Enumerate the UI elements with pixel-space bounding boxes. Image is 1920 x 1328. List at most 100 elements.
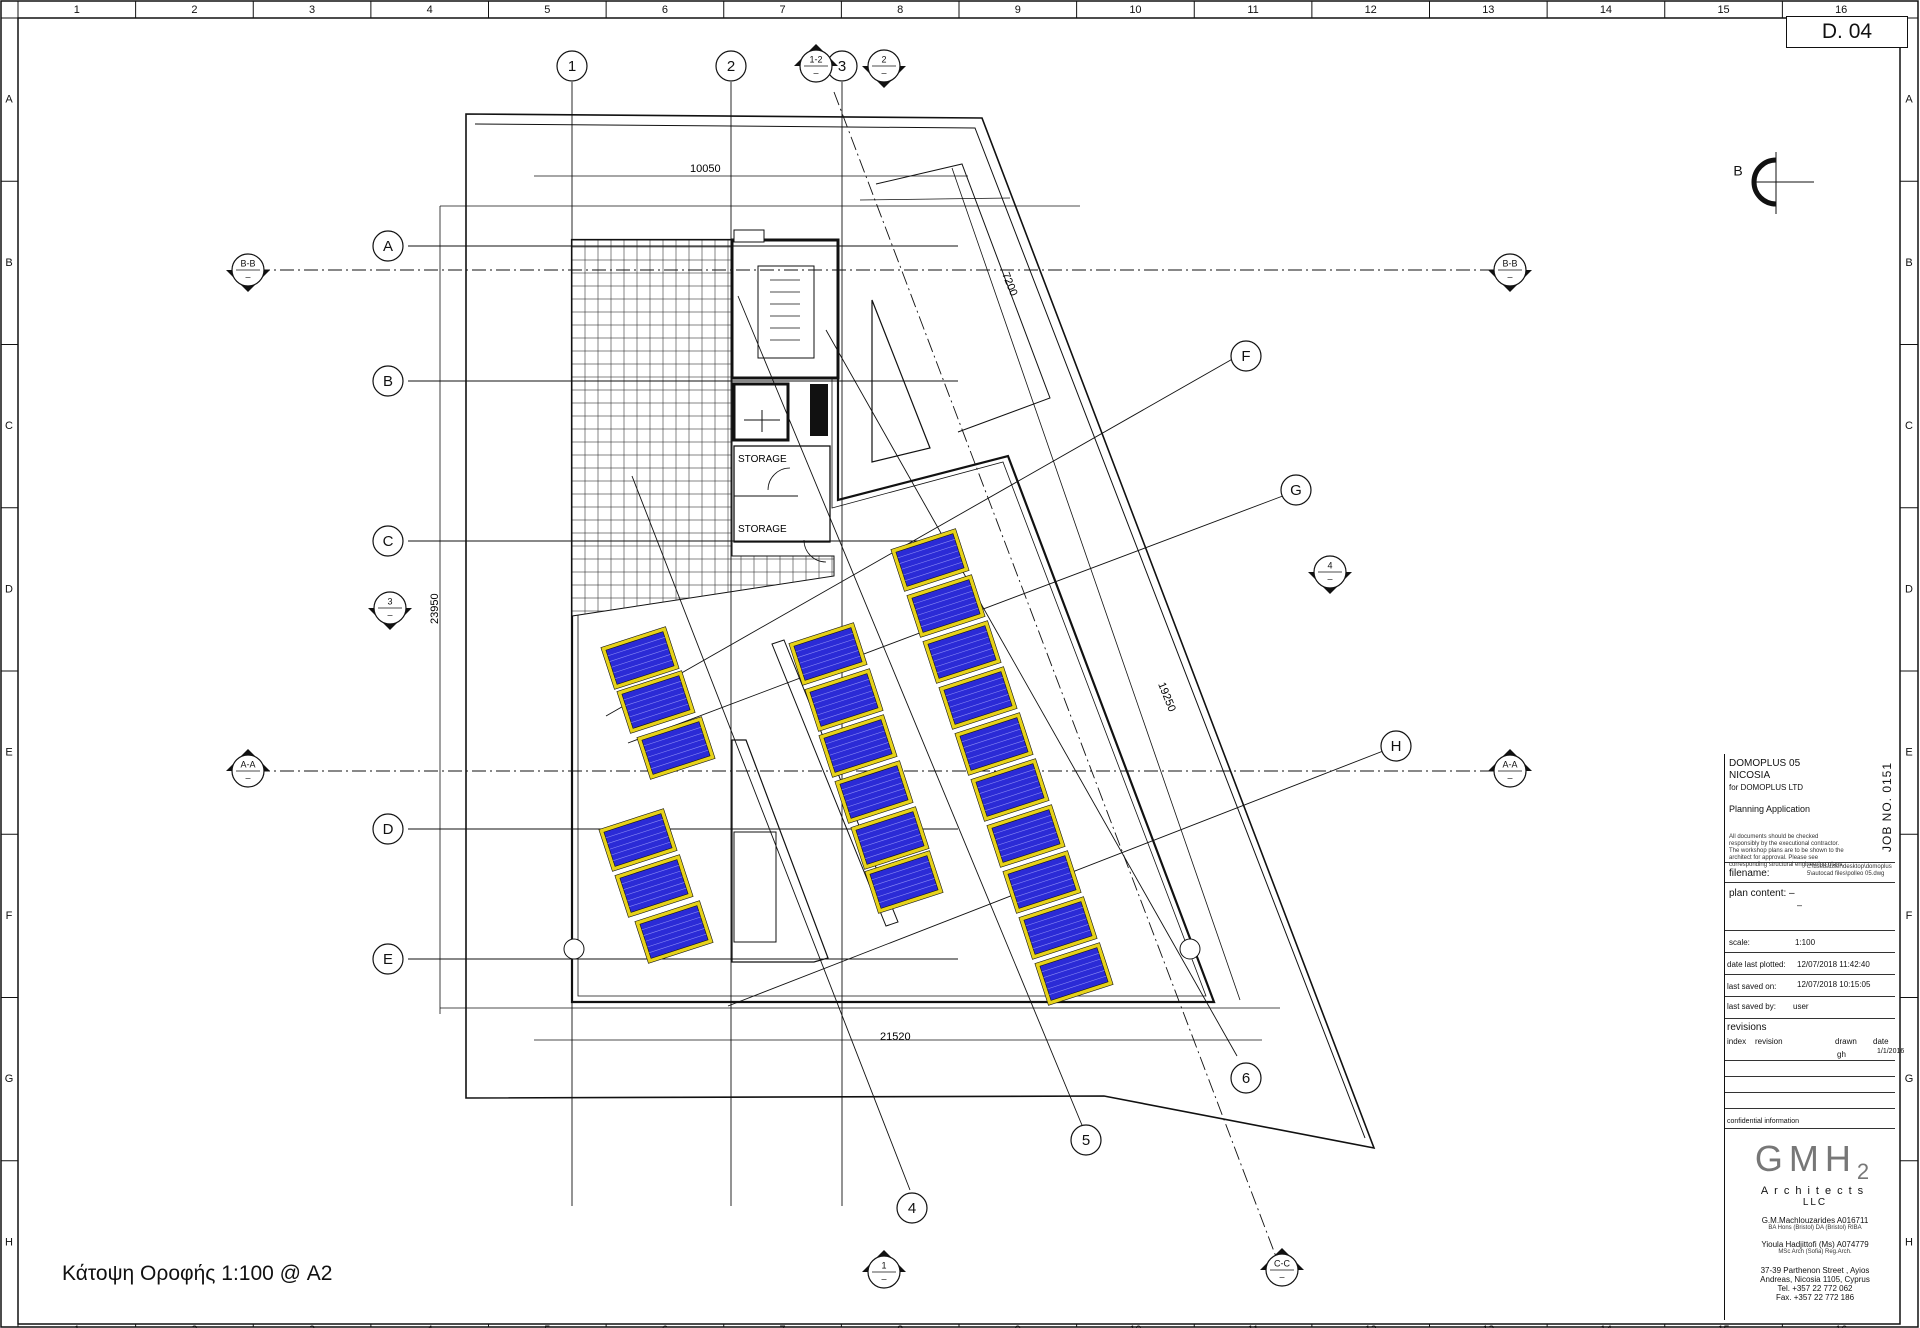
solar-panel-mid [788,622,868,686]
frame-column-labels: 1122334455667788991010111112121313141415… [17,1,1847,1328]
panel-cell-line [859,822,917,842]
dim-line-diag-top [859,197,1011,201]
saved-by-value: user [1793,1002,1809,1011]
elevation-marker-2: 2– [862,49,906,88]
bubble-circle [372,525,404,557]
storage-label-1: STORAGE [738,454,787,465]
frame-col-label-bottom: 7 [780,1324,786,1328]
dim-diag-2: 19250 [1155,681,1178,714]
panel-cell-line [921,607,979,627]
panel-cell-line [1043,958,1101,978]
tb-divider-3 [1725,930,1895,931]
frame-col-label-bottom: 2 [191,1324,197,1328]
tb-rev-line-3 [1725,1092,1895,1093]
column-marker-right [1179,938,1201,960]
bubble-circle [372,230,404,262]
storage-label-2: STORAGE [738,524,787,535]
plotted-label: date last plotted: [1727,960,1786,969]
axis-diagonal-5 [737,295,1085,1131]
bubble-circle [896,1192,928,1224]
frame-col-label-top: 16 [1835,4,1847,16]
marker-label: 1-2 [809,54,822,64]
frame-row-label-left: F [6,910,13,922]
frame-col-label-top: 14 [1600,4,1612,16]
light-well [731,739,829,963]
bubble-label: 5 [1082,1132,1090,1149]
panel-cell-line [1013,872,1071,892]
frame-row-label-left: D [5,583,13,595]
solar-panel-right [906,574,986,638]
bubble-circle [372,813,404,845]
scale-label: scale: [1729,938,1750,947]
frame-row-label-right: B [1905,257,1912,269]
marker-label: 1 [881,1260,886,1270]
tb-divider-4 [1725,952,1895,953]
panel-cell-line [965,734,1023,754]
panel-cell-line [873,866,931,886]
architect-2: Yioula Hadjittofi (Ms) A074779 [1761,1240,1869,1250]
panel-cell-line [649,744,707,764]
axis-bubble-2: 2 [715,50,747,82]
firm-suffix: LLC [1802,1197,1828,1209]
bubble-label: D [383,821,394,838]
rev-row-date: 1/1/2016 [1877,1048,1905,1055]
panel-cell-line [1001,837,1059,857]
solar-panel-mid [850,806,930,870]
panel-cell-line [847,788,905,808]
filename-value: c:\users\user\desktop\domoplus 5\autocad… [1807,864,1892,877]
panel-cell-line [643,916,701,936]
axis-bubble-E: E [372,943,404,975]
frame-col-label-bottom: 16 [1835,1324,1847,1328]
axis-bubble-A: A [372,230,404,262]
marker-label: B-B [1502,258,1517,268]
panel-cell-line [607,637,665,657]
tb-divider-6 [1725,996,1895,997]
frame-col-label-bottom: 9 [1015,1324,1021,1328]
saved-by-label: last saved by: [1727,1002,1776,1011]
bubble-circle [715,50,747,82]
solar-panel-left [600,626,680,690]
panel-cell-line [903,556,961,576]
bubble-circle [1070,1124,1102,1156]
tb-divider-8 [1725,1128,1895,1129]
bubble-circle [1230,1062,1262,1094]
axis-diagonal-f [605,356,1237,717]
panel-cell-line [947,682,1005,702]
panel-cell-line [631,703,689,723]
panel-cell-line [827,730,885,750]
panel-cell-line [1031,924,1089,944]
panel-cell-line [1049,975,1107,995]
panel-cell-line [979,774,1037,794]
panel-cell-line [865,839,923,859]
tb-divider-2 [1725,882,1895,883]
address-line-1: 37-39 Parthenon Street , Ayios [1760,1266,1870,1276]
frame-col-label-top: 12 [1365,4,1377,16]
axis-diagonal-4 [631,475,911,1191]
panel-cell-line [629,698,687,718]
panel-cell-line [993,815,1051,835]
panel-cell-line [963,728,1021,748]
tb-rev-line-4 [1725,1108,1895,1109]
architect-1-quals: BA Hons (Bristol) DA (Bristol) RIBA [1768,1225,1862,1232]
tb-rev-line-1 [1725,1060,1895,1061]
bubble-label: A [383,238,393,255]
axis-bubble-F: F [1230,340,1262,372]
lower-opening [733,831,777,943]
panel-cell-line [799,644,857,664]
bubble-label: F [1241,348,1250,365]
frame-col-label-top: 8 [897,4,903,16]
telephone: Tel. +357 22 772 062 [1777,1284,1853,1294]
panel-cell-line [929,631,987,651]
frame-col-label-top: 10 [1129,4,1141,16]
axis-lines [232,82,1520,1263]
frame-col-label-bottom: 15 [1717,1324,1729,1328]
solar-panel-right [1002,850,1082,914]
storage-door-swing-1 [767,467,791,491]
bubble-label: 3 [838,58,846,75]
storage-door-swing-2 [803,539,827,563]
column-marker-left [563,938,585,960]
panel-cell-line [1029,918,1087,938]
elevation-marker-1: 1– [862,1250,906,1289]
